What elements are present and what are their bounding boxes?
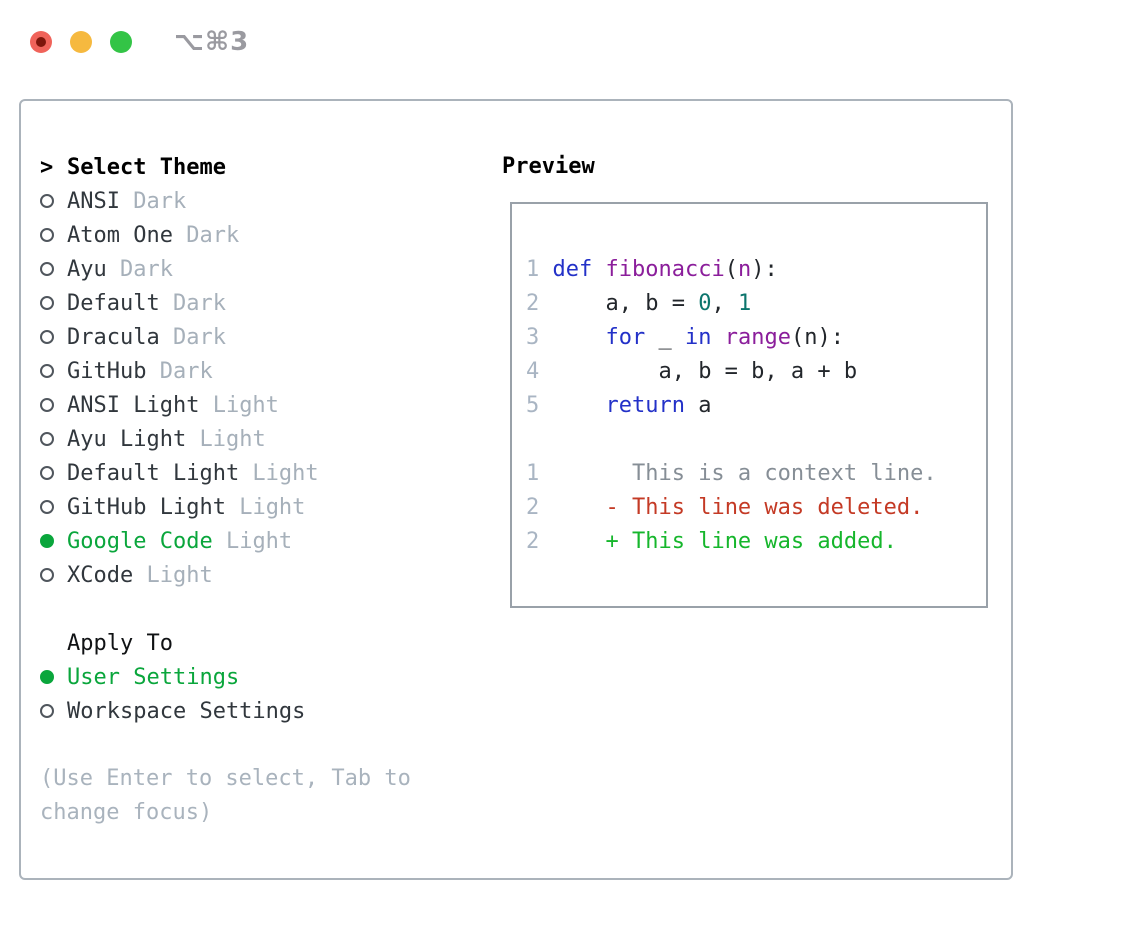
line-number: 4 xyxy=(526,359,540,384)
option-variant: Light xyxy=(133,562,213,588)
diff-preview: 1 This is a context line. 2 - This line w… xyxy=(526,457,986,559)
line-number: 2 xyxy=(526,529,540,554)
option-label: Dracula xyxy=(67,324,160,350)
option-label: ANSI Light xyxy=(67,392,200,418)
help-text-line-2: change focus) xyxy=(40,800,213,825)
radio-icon xyxy=(40,364,67,378)
option-variant: Light xyxy=(199,392,279,418)
option-label: XCode xyxy=(67,562,134,588)
diff-line: 2 + This line was added. xyxy=(526,529,897,554)
theme-option[interactable]: XCode Light xyxy=(40,558,411,592)
apply-option[interactable]: User Settings xyxy=(40,660,411,694)
section-gap xyxy=(40,592,411,626)
radio-icon xyxy=(40,704,67,718)
option-label: ANSI xyxy=(67,188,120,214)
radio-icon xyxy=(40,500,67,514)
code-line: 2 a, b = 0, 1 xyxy=(526,291,752,316)
radio-icon xyxy=(40,262,67,276)
line-number: 3 xyxy=(526,325,540,350)
code-preview: 1 def fibonacci(n): 2 a, b = 0, 1 3 for _ … xyxy=(526,253,986,423)
select-theme-header: > Select Theme xyxy=(40,150,411,184)
line-number: 1 xyxy=(526,461,540,486)
option-label: Default xyxy=(67,290,160,316)
radio-icon xyxy=(40,194,67,208)
apply-option[interactable]: Workspace Settings xyxy=(40,694,411,728)
radio-icon xyxy=(40,398,67,412)
option-variant: Light xyxy=(239,460,319,486)
theme-option[interactable]: GitHub Light Light xyxy=(40,490,411,524)
window-shortcut-label: ⌥⌘3 xyxy=(174,27,250,57)
theme-option[interactable]: ANSI Dark xyxy=(40,184,411,218)
theme-option[interactable]: Atom One Dark xyxy=(40,218,411,252)
line-number: 5 xyxy=(526,393,540,418)
option-variant: Light xyxy=(212,528,293,554)
zoom-button[interactable] xyxy=(110,31,132,53)
section-gap xyxy=(40,728,411,762)
option-label: Atom One xyxy=(67,222,173,248)
close-button[interactable] xyxy=(30,31,52,53)
theme-option[interactable]: ANSI Light Light xyxy=(40,388,411,422)
theme-option[interactable]: Default Dark xyxy=(40,286,411,320)
option-label: GitHub xyxy=(67,358,147,384)
theme-option[interactable]: Ayu Light Light xyxy=(40,422,411,456)
option-label: Default Light xyxy=(67,460,240,486)
option-variant: Dark xyxy=(159,324,226,350)
code-line: 3 for _ in range(n): xyxy=(526,325,844,350)
prompt-icon: > xyxy=(40,154,54,180)
line-number: 1 xyxy=(526,257,540,282)
diff-line: 2 - This line was deleted. xyxy=(526,495,924,520)
option-variant: Dark xyxy=(172,222,240,248)
radio-selected-icon xyxy=(40,670,67,684)
option-variant: Light xyxy=(186,426,266,452)
code-line: 4 a, b = b, a + b xyxy=(526,359,858,384)
theme-option[interactable]: Google Code Light xyxy=(40,524,411,558)
code-line: 5 return a xyxy=(526,393,712,418)
preview-title: Preview xyxy=(502,154,595,179)
radio-icon xyxy=(40,432,67,446)
line-number: 2 xyxy=(526,291,540,316)
option-label: User Settings xyxy=(67,664,240,690)
option-label: Google Code xyxy=(67,528,213,554)
option-variant: Dark xyxy=(159,290,226,316)
option-variant: Dark xyxy=(106,256,173,282)
option-label: GitHub Light xyxy=(67,494,226,520)
minimize-button[interactable] xyxy=(70,31,92,53)
radio-icon xyxy=(40,228,67,242)
option-label: Ayu xyxy=(67,256,107,282)
option-variant: Light xyxy=(225,494,306,520)
radio-icon xyxy=(40,466,67,480)
radio-selected-icon xyxy=(40,534,67,548)
radio-icon xyxy=(40,330,67,344)
preview-pane: 1 def fibonacci(n): 2 a, b = 0, 1 3 for _ … xyxy=(510,202,988,608)
help-text-line-1: (Use Enter to select, Tab to xyxy=(40,766,411,791)
option-variant: Dark xyxy=(119,188,187,214)
option-label: Workspace Settings xyxy=(67,698,306,724)
titlebar: ⌥⌘3 xyxy=(30,27,249,57)
select-theme-title: Select Theme xyxy=(67,154,226,180)
theme-option[interactable]: Dracula Dark xyxy=(40,320,411,354)
radio-icon xyxy=(40,296,67,310)
radio-icon xyxy=(40,568,67,582)
diff-line: 1 This is a context line. xyxy=(526,461,937,486)
option-label: Ayu Light xyxy=(67,426,187,452)
theme-option[interactable]: Ayu Dark xyxy=(40,252,411,286)
option-variant: Dark xyxy=(146,358,213,384)
line-number: 2 xyxy=(526,495,540,520)
theme-option[interactable]: Default Light Light xyxy=(40,456,411,490)
code-line: 1 def fibonacci(n): xyxy=(526,257,778,282)
apply-to-header: Apply To xyxy=(40,626,411,660)
apply-to-title: Apply To xyxy=(67,630,173,656)
theme-option[interactable]: GitHub Dark xyxy=(40,354,411,388)
